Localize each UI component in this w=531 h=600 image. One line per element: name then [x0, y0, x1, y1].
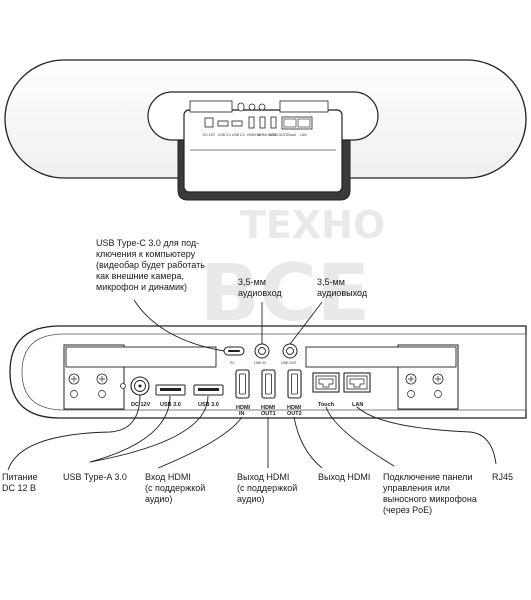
callout-hdmi-out2: Выход HDMI [318, 472, 371, 482]
top-port-label: HDMI OUT1 [258, 133, 277, 137]
watermark-line1: ТЕХНО [240, 203, 385, 247]
top-dc-port [204, 117, 214, 128]
top-port-label: LAN [300, 133, 307, 137]
callout-hdmi-out1: Выход HDMI (с поддержкой аудио) [237, 472, 298, 504]
callout-touch: Подключение панели управления или выносн… [383, 472, 477, 515]
line-in-label: LINE IN [254, 361, 266, 365]
callout-usb-c: USB Type-C 3.0 для под- ключения к компь… [96, 238, 205, 292]
leader-line-out [289, 301, 323, 345]
callout-usb-a: USB Type-A 3.0 [63, 472, 127, 482]
top-port-label: USB 3.0 [218, 133, 231, 137]
leader-power [7, 394, 141, 471]
top-usb-port-1 [217, 120, 229, 127]
top-port-label: DC 12V [203, 133, 216, 137]
hdmi-out1-label-1: HDMI [261, 405, 276, 411]
callout-line-out: 3,5-мм аудиовыход [317, 277, 368, 298]
hdmi-out1-port [261, 369, 276, 399]
callout-lan: RJ45 [492, 472, 514, 482]
leader-lan [356, 406, 497, 465]
hdmi-out2-port [287, 369, 302, 399]
rj45-lan-port [343, 372, 371, 393]
callout-power: Питание DC 12 В [2, 472, 38, 493]
top-hdmi-port-3 [270, 116, 277, 129]
leader-usb-a-1 [89, 395, 171, 463]
usb-a-label-1: USB 3.0 [160, 402, 181, 408]
top-port-label: HDMI IN [247, 133, 261, 137]
leader-hdmi-out2 [293, 416, 323, 469]
screw-icon [98, 390, 106, 398]
hdmi-out2-label-2: OUT2 [287, 411, 302, 417]
leader-hdmi-in [157, 416, 243, 469]
line-out-label: LINE OUT [281, 361, 297, 365]
right-bracket [305, 344, 459, 410]
leader-lines [7, 299, 497, 471]
callout-line-in: 3,5-мм аудиовход [238, 277, 282, 298]
top-port-label: Touch [287, 133, 296, 137]
leader-touch [325, 406, 395, 467]
screw-icon [70, 390, 78, 398]
leader-usb-a-2 [89, 395, 209, 463]
lan-label: LAN [352, 402, 363, 408]
leader-usb-c [133, 299, 225, 352]
top-usb-port-2 [231, 120, 243, 127]
hdmi-in-label-2: IN [239, 411, 245, 417]
hdmi-in-label-1: HDMI [236, 405, 251, 411]
usb-a-label-2: USB 3.0 [198, 402, 219, 408]
hdmi-in-port [235, 369, 250, 399]
top-hdmi-port-1 [248, 116, 255, 129]
hdmi-out2-label-1: HDMI [287, 405, 302, 411]
screw-icon [407, 390, 415, 398]
rj45-touch-port [312, 372, 340, 393]
hdmi-out1-label-2: OUT1 [261, 411, 276, 417]
watermark-line2: BCE [200, 249, 370, 339]
watermark: ТЕХНО BCE [200, 203, 385, 339]
top-port-label: USB 3.0 [232, 133, 245, 137]
left-bracket [63, 344, 217, 410]
touch-label: Touch [318, 402, 335, 408]
dc-label: DC 12V [131, 402, 151, 408]
top-hdmi-port-2 [259, 116, 266, 129]
top-port-label: HDMI OUT2 [269, 133, 288, 137]
rear-panel: PC LINE IN LINE OUT DC 12V USB 3.0 USB 3… [9, 325, 527, 419]
screw-icon [434, 390, 442, 398]
usb-c-label: PC [230, 361, 235, 365]
callout-hdmi-in: Вход HDMI (с поддержкой аудио) [145, 472, 206, 504]
